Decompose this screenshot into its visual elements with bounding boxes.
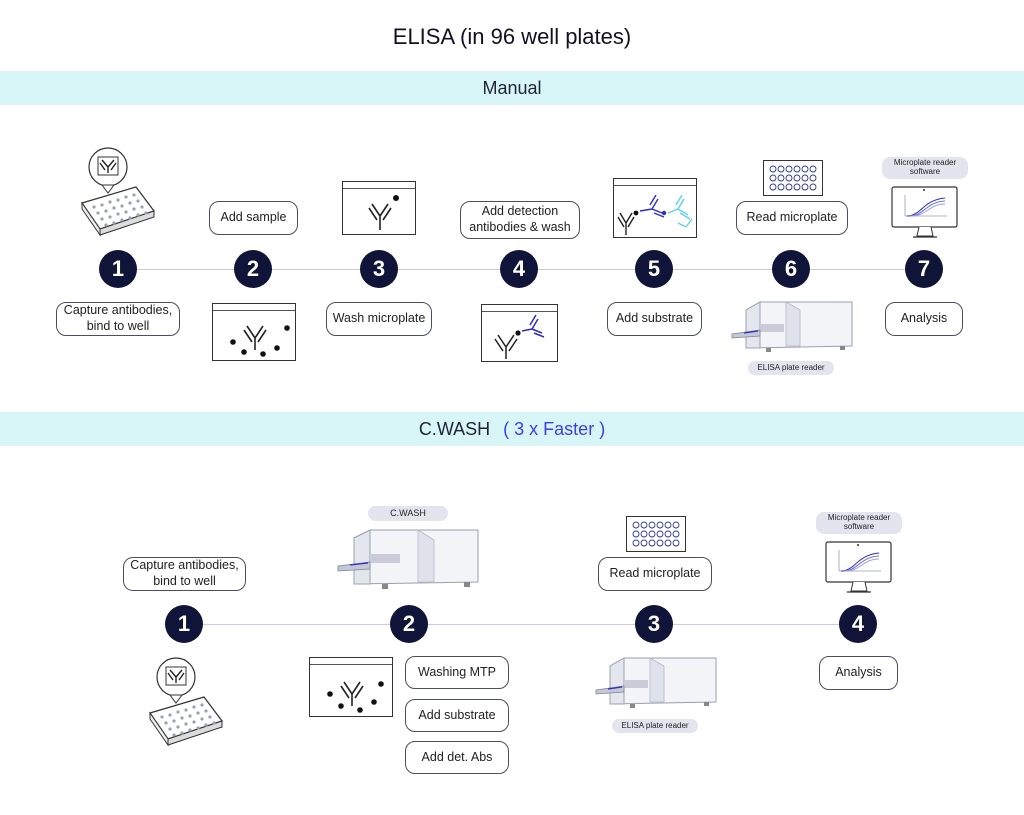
cwash-band-emphasis: ( 3 x Faster ) bbox=[503, 419, 606, 439]
manual-step-1-label: Capture antibodies, bind to well bbox=[56, 302, 180, 336]
cwash-step-2-number: 2 bbox=[390, 605, 428, 643]
manual-step-7-number: 7 bbox=[905, 250, 943, 288]
cwash-step-2-substrate-label: Add substrate bbox=[405, 699, 509, 732]
manual-step-3-number: 3 bbox=[360, 250, 398, 288]
manual-plate-reader-tag: ELISA plate reader bbox=[748, 361, 834, 375]
manual-step-4-number: 4 bbox=[500, 250, 538, 288]
manual-step-2-label: Add sample bbox=[209, 201, 298, 235]
plate-reader-device bbox=[731, 301, 853, 352]
cwash-step-2-detection-label: Add det. Abs bbox=[405, 741, 509, 774]
cwash-step-4-number: 4 bbox=[839, 605, 877, 643]
cwash-plate-reader-device bbox=[595, 657, 717, 708]
cwash-step-1-number: 1 bbox=[165, 605, 203, 643]
manual-software-tag: Microplate reader software bbox=[882, 157, 968, 179]
cwash-plate-reader-tag: ELISA plate reader bbox=[612, 719, 698, 733]
cwash-sample-well bbox=[309, 657, 393, 717]
cwash-device bbox=[337, 529, 479, 589]
manual-step-5-number: 5 bbox=[635, 250, 673, 288]
cwash-timeline bbox=[184, 624, 860, 625]
cwash-step-3-label: Read microplate bbox=[598, 557, 712, 591]
manual-step-4-label: Add detection antibodies & wash bbox=[460, 201, 580, 239]
page-title: ELISA (in 96 well plates) bbox=[392, 24, 632, 49]
substrate-well bbox=[613, 178, 697, 238]
cwash-software-tag: Microplate reader software bbox=[816, 512, 902, 534]
cwash-step-1-label: Capture antibodies, bind to well bbox=[123, 557, 246, 591]
cwash-step-3-number: 3 bbox=[635, 605, 673, 643]
wash-well bbox=[342, 181, 416, 235]
antibody-plate-icon bbox=[81, 147, 155, 237]
cwash-step-2-washing-label: Washing MTP bbox=[405, 656, 509, 689]
manual-step-6-label: Read microplate bbox=[736, 201, 848, 235]
sample-well bbox=[212, 303, 296, 361]
cwash-antibody-plate-icon bbox=[149, 657, 223, 747]
manual-step-1-number: 1 bbox=[99, 250, 137, 288]
cwash-monitor-icon bbox=[825, 541, 892, 593]
detection-well bbox=[481, 304, 558, 362]
cwash-band: C.WASH ( 3 x Faster ) bbox=[0, 412, 1024, 446]
monitor-icon bbox=[891, 186, 958, 238]
manual-step-6-number: 6 bbox=[772, 250, 810, 288]
cwash-band-label: C.WASH bbox=[418, 419, 491, 439]
manual-band: Manual bbox=[0, 71, 1024, 105]
manual-step-7-label: Analysis bbox=[885, 302, 963, 336]
microplate-icon bbox=[763, 160, 823, 196]
manual-band-label: Manual bbox=[482, 78, 542, 98]
manual-step-5-label: Add substrate bbox=[607, 302, 702, 336]
cwash-device-tag: C.WASH bbox=[368, 506, 448, 521]
manual-step-2-number: 2 bbox=[234, 250, 272, 288]
cwash-step-4-label: Analysis bbox=[819, 656, 898, 690]
manual-step-3-label: Wash microplate bbox=[326, 302, 432, 336]
cwash-microplate-icon bbox=[626, 516, 686, 552]
